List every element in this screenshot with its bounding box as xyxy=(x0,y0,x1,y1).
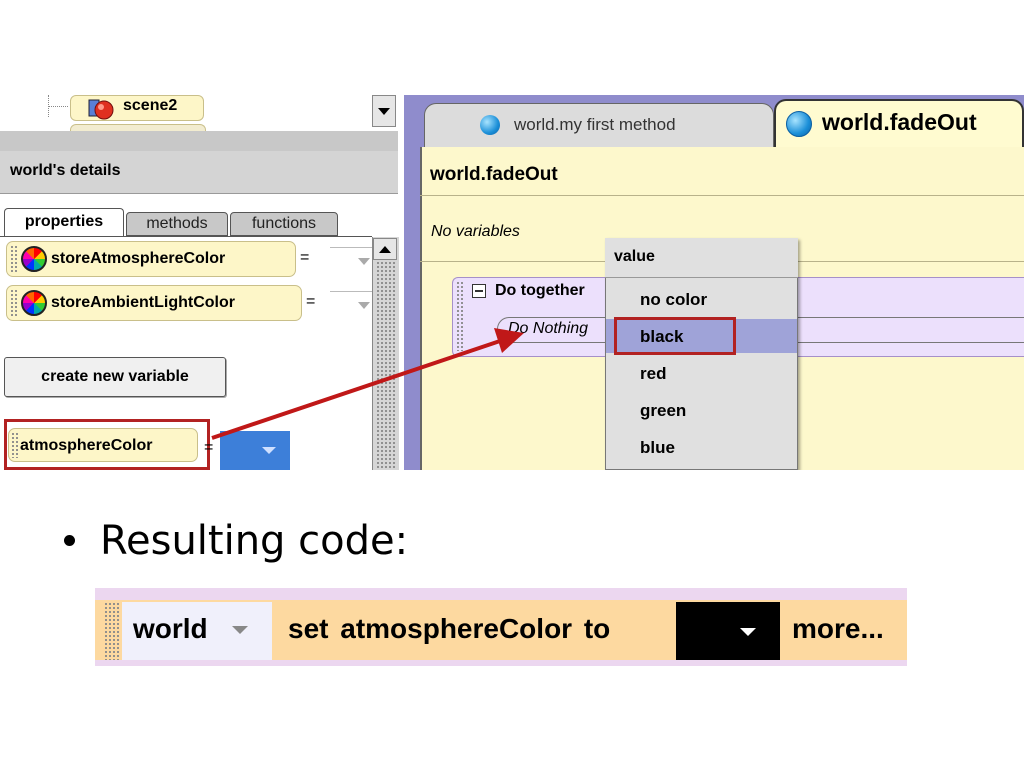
bullet-dot xyxy=(64,535,75,546)
drag-handle[interactable] xyxy=(456,281,465,351)
details-title: world's details xyxy=(10,162,121,179)
drag-handle[interactable] xyxy=(10,289,19,317)
variable-tile-storeAtmosphereColor[interactable]: storeAtmosphereColor xyxy=(6,241,296,277)
tab-label: world.my first method xyxy=(514,115,676,134)
code-frame xyxy=(95,660,907,666)
highlight-box-black xyxy=(614,317,736,355)
variable-value-dropdown[interactable] xyxy=(330,291,374,320)
divider xyxy=(420,195,1024,196)
method-ball-icon xyxy=(786,111,812,137)
chevron-up-icon xyxy=(379,245,391,253)
do-nothing-label: Do Nothing xyxy=(508,320,589,337)
alice-screenshot: scene2 world's details properties method… xyxy=(0,95,1024,470)
variable-tile-storeAmbientLightColor[interactable]: storeAmbientLightColor xyxy=(6,285,302,321)
variable-name: storeAmbientLightColor xyxy=(51,294,235,311)
tab-label: world.fadeOut xyxy=(822,109,977,135)
collapse-icon[interactable] xyxy=(472,284,486,298)
tree-item-partial[interactable] xyxy=(70,124,206,135)
menu-item-green[interactable]: green xyxy=(640,401,687,420)
drag-handle[interactable] xyxy=(10,245,19,273)
object-label: world xyxy=(133,613,208,644)
color-value-dropdown[interactable] xyxy=(676,602,780,660)
variable-value-dropdown[interactable] xyxy=(330,247,374,276)
chevron-down-icon xyxy=(232,626,248,634)
variable-value-dropdown[interactable] xyxy=(220,431,290,470)
scrollbar-track[interactable] xyxy=(376,261,396,470)
chevron-down-icon xyxy=(262,447,276,454)
menu-header-label: value xyxy=(614,248,655,265)
method-ball-icon xyxy=(480,115,500,135)
equals-sign: = xyxy=(300,249,310,266)
tabs-divider xyxy=(0,236,372,237)
code-frame xyxy=(95,588,907,600)
do-together-label: Do together xyxy=(495,282,585,299)
no-variables-label: No variables xyxy=(431,223,520,240)
tab-world-fadeOut[interactable] xyxy=(774,99,1024,147)
more-button[interactable]: more... xyxy=(792,613,884,644)
color-wheel-icon xyxy=(21,290,47,316)
variable-tile-atmosphereColor[interactable] xyxy=(8,428,198,462)
chevron-down-icon xyxy=(358,302,370,309)
menu-item-black[interactable]: black xyxy=(640,327,684,346)
bullet-text: Resulting code: xyxy=(100,518,409,564)
equals-sign: = xyxy=(306,293,316,310)
drag-handle[interactable] xyxy=(11,432,19,458)
menu-item-red[interactable]: red xyxy=(640,364,667,383)
drag-handle[interactable] xyxy=(104,602,120,660)
tree-connector xyxy=(48,106,68,108)
chevron-down-icon xyxy=(378,107,390,115)
equals-sign: = xyxy=(204,439,214,456)
tree-scroll-down-button[interactable] xyxy=(372,95,396,127)
tab-properties[interactable]: properties xyxy=(4,208,124,236)
create-new-variable-button[interactable]: create new variable xyxy=(4,357,226,397)
chevron-down-icon xyxy=(740,628,756,636)
menu-item-no-color[interactable]: no color xyxy=(640,290,708,309)
menu-header xyxy=(605,238,798,278)
variable-name: atmosphereColor xyxy=(20,437,153,454)
method-title: world.fadeOut xyxy=(430,164,558,185)
scene-object-icon xyxy=(88,99,114,120)
chevron-down-icon xyxy=(358,258,370,265)
details-header xyxy=(0,151,398,194)
variable-name: storeAtmosphereColor xyxy=(51,250,226,267)
details-scroll-up-button[interactable] xyxy=(373,238,397,260)
annotation-arrow xyxy=(211,328,524,440)
statement-text: set atmosphereColor to xyxy=(288,613,611,644)
color-wheel-icon xyxy=(21,246,47,272)
menu-item-highlight xyxy=(606,319,797,353)
tree-item-label: scene2 xyxy=(123,97,178,114)
tab-functions[interactable]: functions xyxy=(230,212,338,236)
tab-methods[interactable]: methods xyxy=(126,212,228,236)
menu-item-blue[interactable]: blue xyxy=(640,438,675,457)
